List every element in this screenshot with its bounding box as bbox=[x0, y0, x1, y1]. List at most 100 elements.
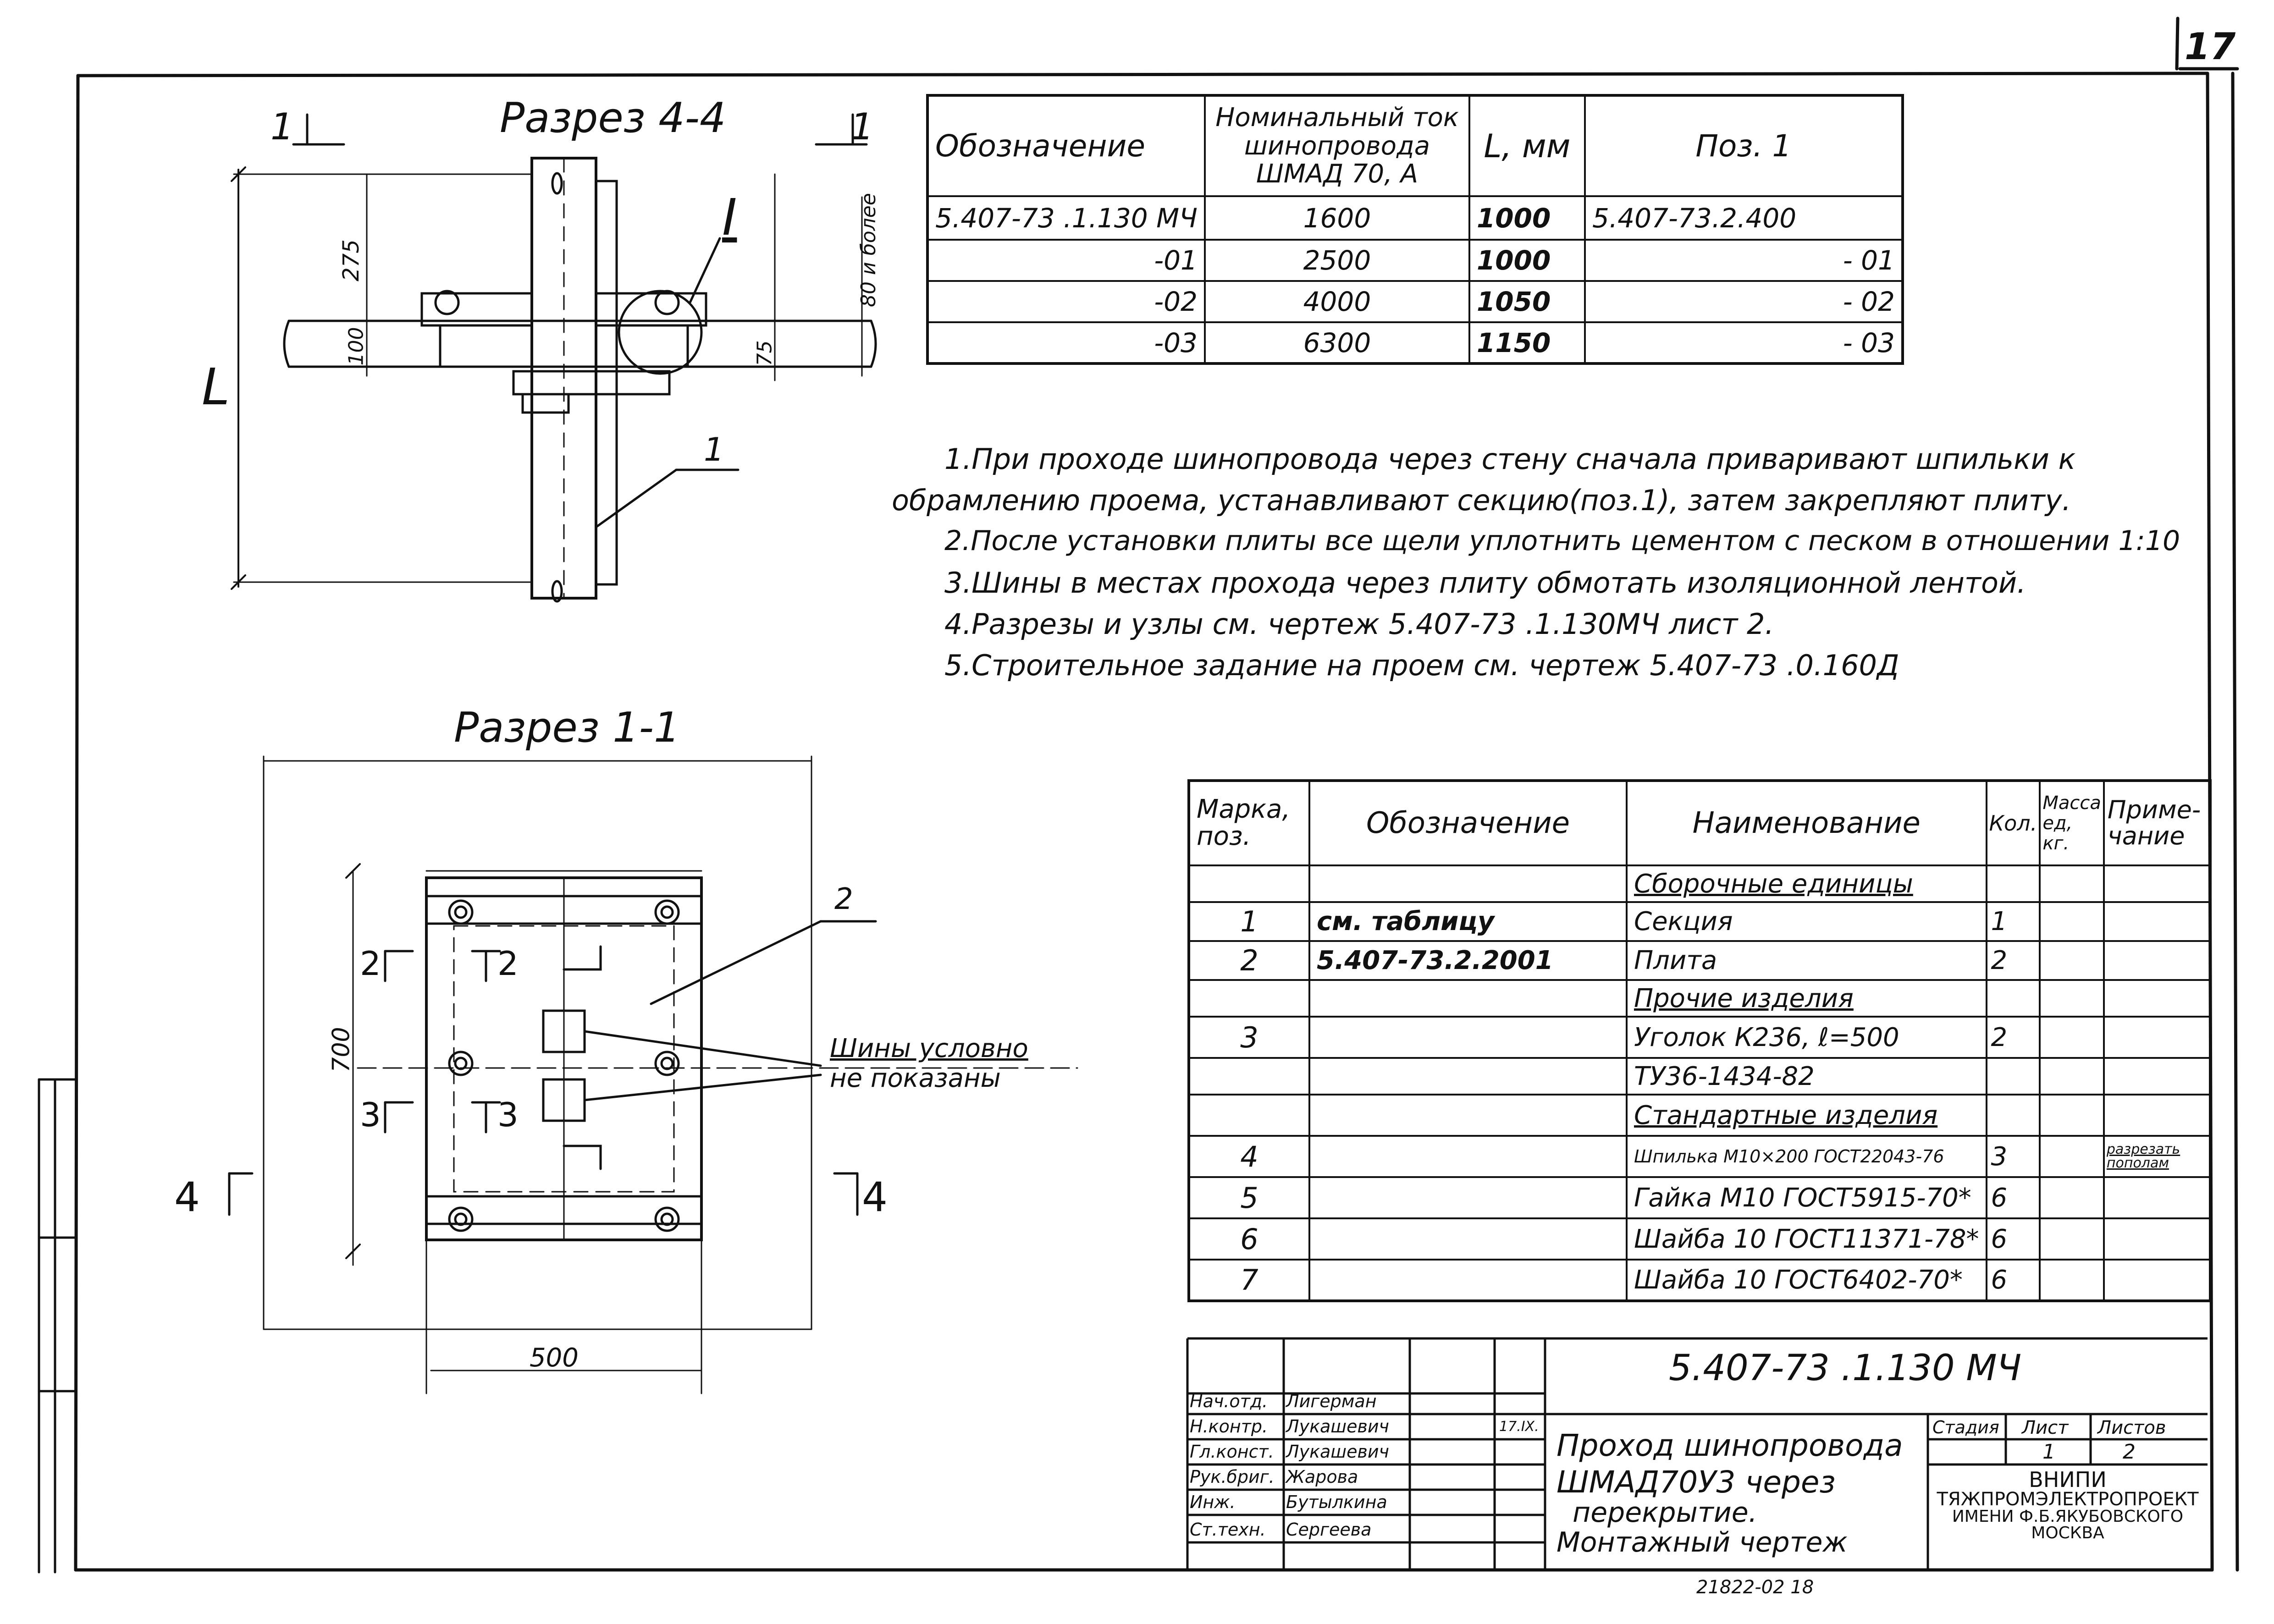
role-title: Ст.техн. bbox=[1190, 1519, 1266, 1540]
binding-strip bbox=[38, 1078, 77, 1574]
cell-name: Шайба 10 ГОСТ6402-70* bbox=[1626, 1259, 1987, 1302]
role-name: Лукашевич bbox=[1286, 1442, 1389, 1462]
role-name: Жарова bbox=[1286, 1467, 1358, 1487]
cut-4-left: 4 bbox=[174, 1173, 200, 1221]
dim-500: 500 bbox=[530, 1343, 579, 1373]
cell-designation bbox=[1308, 1057, 1628, 1096]
table-row: -03 6300 1150 - 03 bbox=[927, 321, 1904, 364]
cell-designation: -03 bbox=[927, 321, 1206, 364]
cell-designation bbox=[1308, 1259, 1628, 1302]
cell-note bbox=[2103, 901, 2211, 942]
page-number: 17 bbox=[2185, 25, 2236, 68]
cell-qty bbox=[1985, 979, 2041, 1018]
cell-designation bbox=[1308, 1217, 1628, 1261]
cell-mass bbox=[2039, 1259, 2105, 1302]
dim-L: L bbox=[202, 358, 230, 416]
cell-name: Сборочные единицы bbox=[1626, 864, 1987, 903]
spec-table: Марка, поз. Обозначение Наименование Кол… bbox=[1187, 779, 2212, 1302]
sheet-label: Лист bbox=[2022, 1417, 2069, 1438]
cell-mass bbox=[2039, 901, 2105, 942]
spec-table-header: Марка, поз. Обозначение Наименование Кол… bbox=[1188, 780, 2211, 866]
cell-pos1: - 01 bbox=[1584, 239, 1904, 282]
cell-mark bbox=[1188, 979, 1310, 1018]
detail-ref-i: I bbox=[722, 188, 737, 247]
header-pos1: Поз. 1 bbox=[1584, 94, 1904, 197]
table-row: -01 2500 1000 - 01 bbox=[927, 239, 1904, 282]
cell-note bbox=[2103, 1057, 2211, 1096]
cell-qty: 6 bbox=[1985, 1176, 2041, 1219]
cell-mark: 5 bbox=[1188, 1176, 1310, 1219]
cell-qty: 3 bbox=[1985, 1135, 2041, 1178]
cell-name: Уголок К236, ℓ=500 bbox=[1626, 1016, 1987, 1059]
table-row: Стандартные изделия bbox=[1188, 1094, 2211, 1137]
role-title: Н.контр. bbox=[1190, 1416, 1268, 1437]
cell-note: разрезать пополам bbox=[2103, 1135, 2211, 1178]
cell-pos1: 5.407-73.2.400 bbox=[1584, 195, 1904, 241]
variants-table: Обозначение Номинальный ток шинопровода … bbox=[926, 94, 1904, 365]
header-length: L, мм bbox=[1468, 94, 1586, 197]
cell-mass bbox=[2039, 1176, 2105, 1219]
cell-qty bbox=[1985, 1057, 2041, 1096]
org-line: ИМЕНИ Ф.Б.ЯКУБОВСКОГО bbox=[1952, 1507, 2184, 1526]
cut-mark-left: 1 bbox=[270, 105, 294, 148]
cell-mass bbox=[2039, 1135, 2105, 1178]
header-designation: Обозначение bbox=[1308, 780, 1628, 866]
cell-designation bbox=[1308, 1135, 1628, 1178]
table-row: ТУ36-1434-82 bbox=[1188, 1057, 2211, 1096]
cell-designation: 5.407-73 .1.130 МЧ bbox=[927, 195, 1206, 241]
cut-4-right: 4 bbox=[862, 1173, 888, 1221]
cell-mass bbox=[2039, 979, 2105, 1018]
section-4-4-drawing bbox=[231, 113, 877, 603]
cell-qty bbox=[1985, 864, 2041, 903]
cell-current: 1600 bbox=[1203, 195, 1470, 241]
cell-current: 4000 bbox=[1203, 280, 1470, 323]
cell-name: Прочие изделия bbox=[1626, 979, 1987, 1018]
cut-mark-right: 1 bbox=[850, 105, 874, 148]
role-name: Лукашевич bbox=[1286, 1416, 1389, 1437]
cell-pos1: - 03 bbox=[1584, 321, 1904, 364]
header-designation: Обозначение bbox=[927, 94, 1206, 197]
stage-label: Стадия bbox=[1932, 1417, 1999, 1437]
cell-name: Шпилька М10×200 ГОСТ22043-76 bbox=[1626, 1135, 1987, 1178]
pos-2-label: 2 bbox=[834, 882, 853, 916]
header-qty: Кол. bbox=[1985, 780, 2041, 866]
header-name: Наименование bbox=[1626, 780, 1987, 866]
title-line: перекрытие. bbox=[1573, 1497, 1757, 1529]
note-busbars-1: Шины условно bbox=[830, 1034, 1028, 1063]
cell-mark: 2 bbox=[1188, 940, 1310, 981]
cell-designation bbox=[1308, 979, 1628, 1018]
cell-qty: 6 bbox=[1985, 1259, 2041, 1302]
cell-mark: 7 bbox=[1188, 1259, 1310, 1302]
role-title: Инж. bbox=[1190, 1492, 1236, 1512]
cell-designation: -01 bbox=[927, 239, 1206, 282]
header-mark: Марка, поз. bbox=[1188, 780, 1310, 866]
role-name: Сергеева bbox=[1286, 1519, 1372, 1540]
cell-qty: 2 bbox=[1985, 1016, 2041, 1059]
cell-length: 1150 bbox=[1468, 321, 1586, 364]
cell-note bbox=[2103, 979, 2211, 1018]
header-note: Приме- чание bbox=[2103, 780, 2211, 866]
note-line: 4.Разрезы и узлы см. чертеж 5.407-73 .1.… bbox=[944, 607, 1774, 641]
note-line: обрамлению проема, устанавливают секцию(… bbox=[892, 484, 2071, 517]
cut-3-right: 3 bbox=[497, 1096, 519, 1134]
pos-1-label: 1 bbox=[704, 431, 724, 468]
role-title: Рук.бриг. bbox=[1190, 1467, 1275, 1487]
document-code: 5.407-73 .1.130 МЧ bbox=[1669, 1348, 2022, 1389]
org-block: ВНИПИ ТЯЖПРОМЭЛЕКТРОПРОЕКТ ИМЕНИ Ф.Б.ЯКУ… bbox=[1930, 1469, 2205, 1541]
note-line: 2.После установки плиты все щели уплотни… bbox=[944, 525, 2180, 557]
sheets-label: Листов bbox=[2097, 1417, 2166, 1438]
cell-note bbox=[2103, 1176, 2211, 1219]
cell-pos1: - 02 bbox=[1584, 280, 1904, 323]
cell-name: ТУ36-1434-82 bbox=[1626, 1057, 1987, 1096]
cell-designation: 5.407-73.2.2001 bbox=[1308, 940, 1628, 981]
table-row: -02 4000 1050 - 02 bbox=[927, 280, 1904, 323]
cell-length: 1000 bbox=[1468, 239, 1586, 282]
cell-designation bbox=[1308, 1016, 1628, 1059]
title-line: Монтажный чертеж bbox=[1556, 1526, 1848, 1558]
cut-2-left: 2 bbox=[360, 944, 381, 983]
cell-qty: 2 bbox=[1985, 940, 2041, 981]
